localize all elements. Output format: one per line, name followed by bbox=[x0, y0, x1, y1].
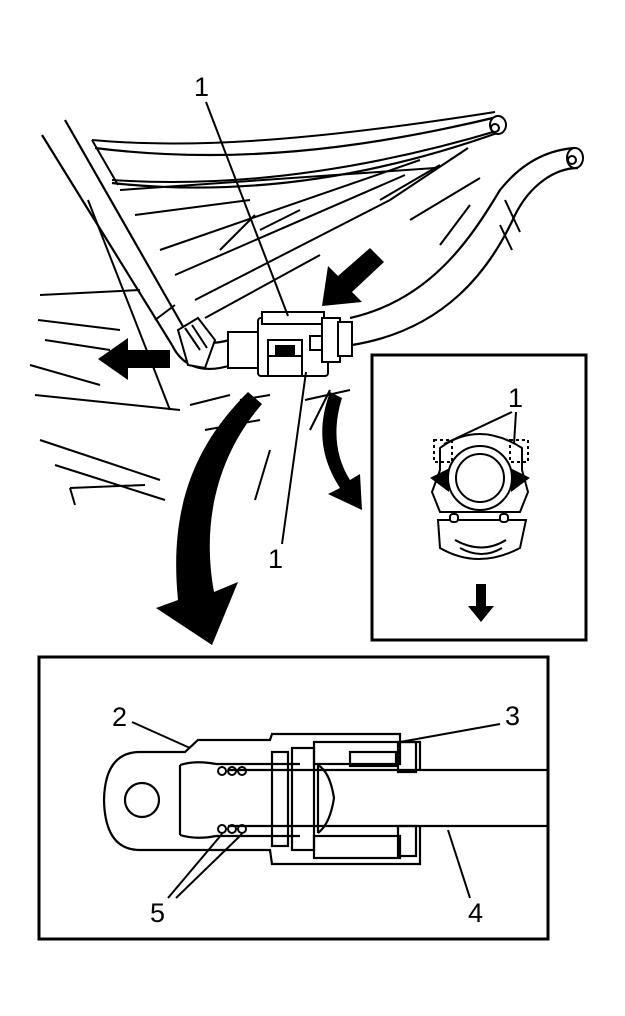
callout-4: 4 bbox=[468, 898, 483, 928]
vehicle-scene bbox=[29, 111, 521, 506]
quick-connector bbox=[227, 311, 353, 377]
callout-3: 3 bbox=[505, 701, 520, 731]
callout-2: 2 bbox=[112, 702, 127, 732]
leader-4 bbox=[447, 829, 471, 899]
leader-2 bbox=[131, 721, 191, 749]
arrow-left-icon bbox=[98, 338, 170, 380]
leader-5b bbox=[175, 833, 243, 899]
callout-detail-view: 1 bbox=[508, 383, 523, 413]
fuel-lines bbox=[41, 115, 579, 371]
callout-bottom-connector: 1 bbox=[268, 544, 283, 574]
end-view-inset: 1 bbox=[370, 353, 588, 642]
cross-section-inset: 2 3 4 5 bbox=[37, 655, 550, 941]
leader-top-connector bbox=[205, 101, 289, 317]
leader-detail-right bbox=[513, 411, 517, 445]
curved-arrow-down-icon bbox=[322, 392, 362, 510]
leader-5a bbox=[167, 833, 223, 899]
arrow-down-left-icon bbox=[322, 248, 384, 306]
leader-bottom-connector bbox=[281, 371, 307, 545]
curved-arrow-down-icon bbox=[156, 392, 262, 645]
callout-top-connector: 1 bbox=[194, 72, 209, 102]
callout-5: 5 bbox=[150, 898, 165, 928]
elbow-fitting bbox=[176, 316, 217, 370]
arrow-down-icon bbox=[468, 584, 494, 622]
leader-3 bbox=[399, 723, 501, 743]
tube-end-caps bbox=[489, 115, 584, 169]
